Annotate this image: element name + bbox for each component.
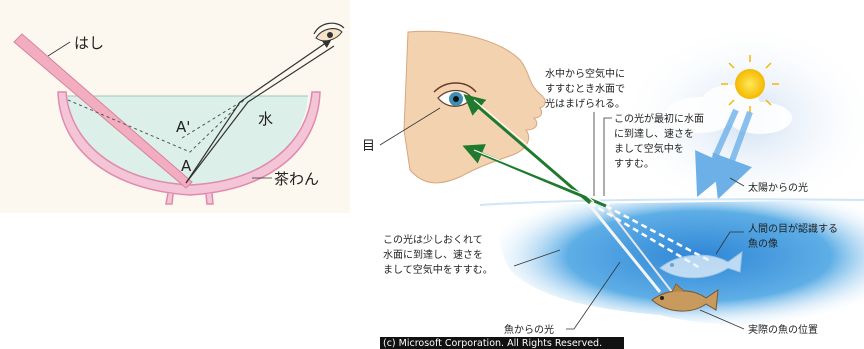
first-light-note-leader xyxy=(604,118,612,196)
refraction-note: 水中から空気中に すすむとき水面で 光はまげられる。 xyxy=(545,67,628,110)
chopstick-label: はし xyxy=(74,34,104,52)
actual-position-label: 実際の魚の位置 xyxy=(748,323,818,336)
eye-label: 目 xyxy=(362,139,375,154)
point-a-label: A xyxy=(181,157,192,175)
sun-icon xyxy=(735,69,765,99)
face-shape xyxy=(404,31,545,183)
bowl-label: 茶わん xyxy=(274,170,319,188)
left-diagram: はし 水 茶わん A' A xyxy=(0,0,350,213)
late-light-note: この光は少しおくれて 水面に到達し、速さを まして空気中をすすむ。 xyxy=(383,233,493,276)
sunlight-label: 太陽からの光 xyxy=(748,181,808,194)
water-label: 水 xyxy=(258,110,273,128)
copyright-text: (c) Microsoft Corporation. All Rights Re… xyxy=(383,338,602,349)
right-diagram: 水中から空気中に すすむとき水面で 光はまげられる。 目 この光が最初に水面 に… xyxy=(362,30,864,349)
fish-light-label: 魚からの光 xyxy=(504,323,554,336)
point-a-prime-label: A' xyxy=(176,118,190,136)
